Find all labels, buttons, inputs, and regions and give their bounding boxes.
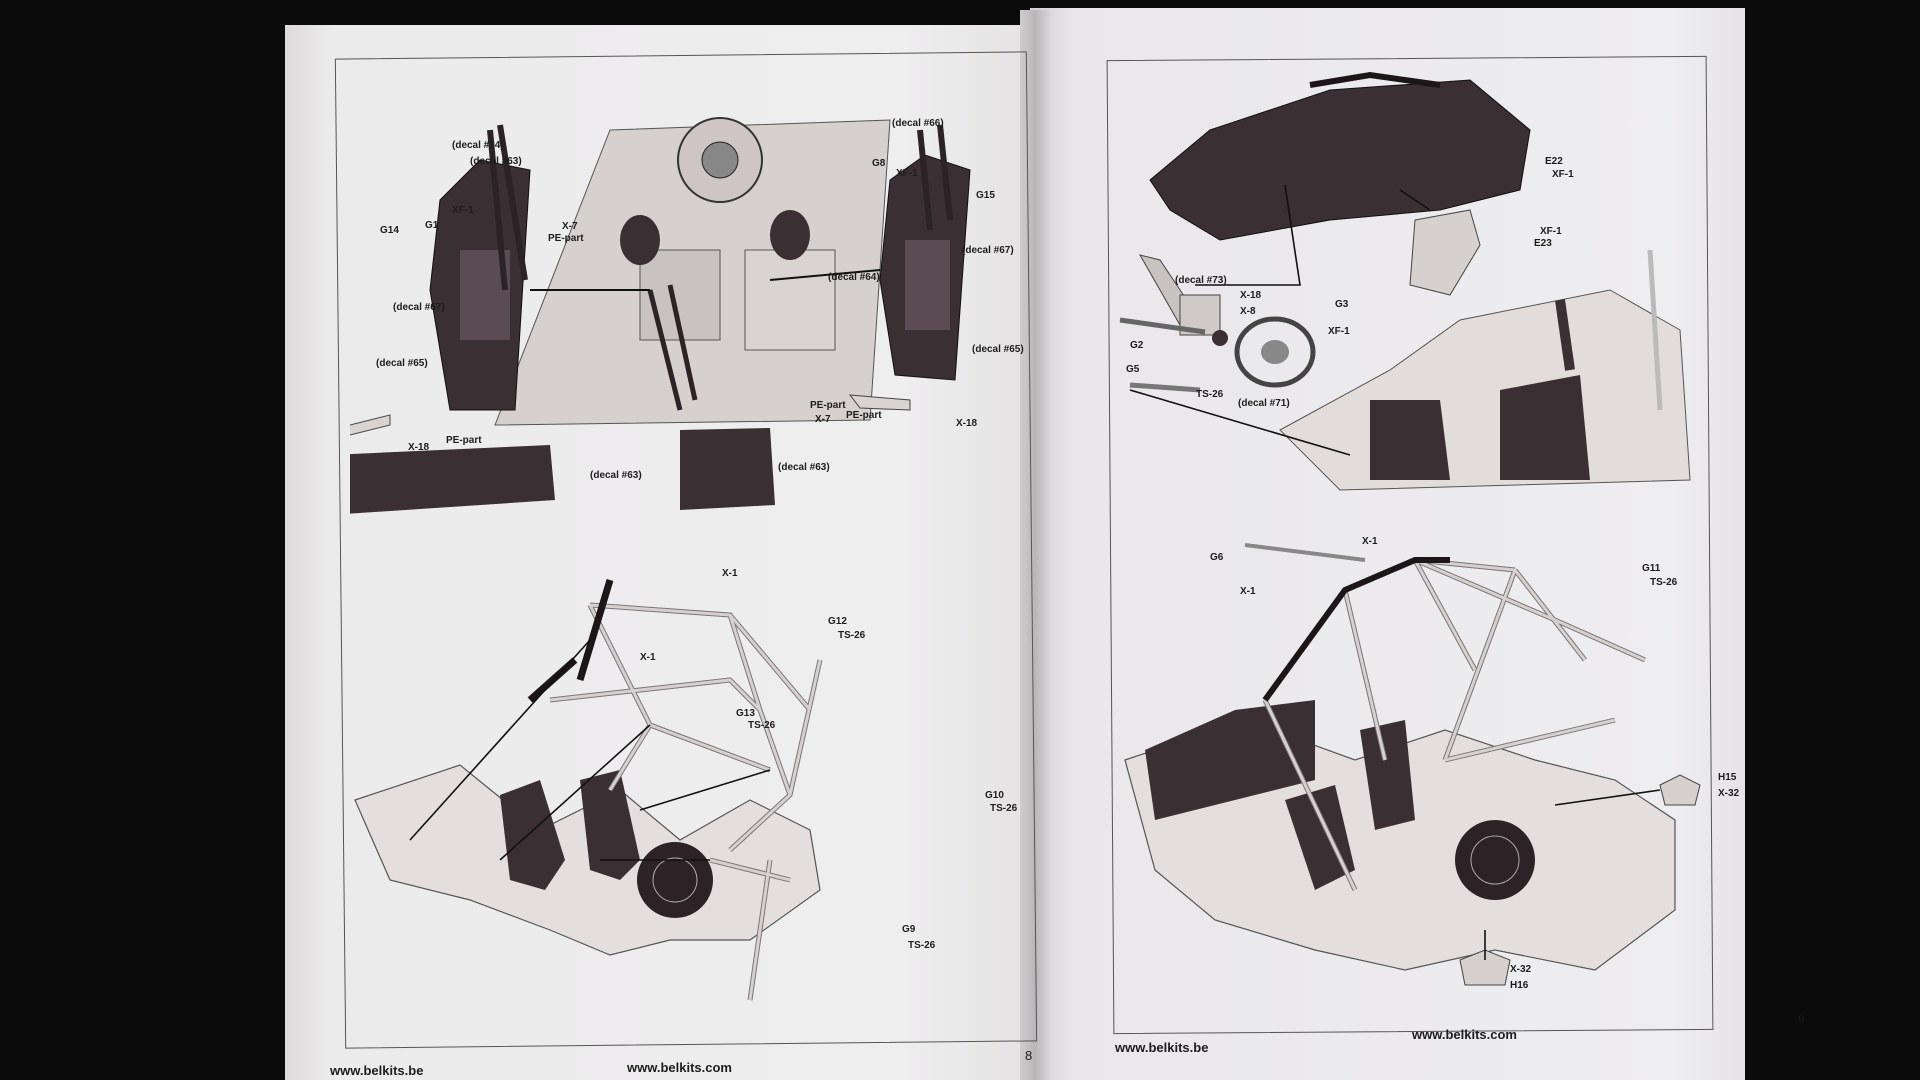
right-footer-url-be[interactable]: www.belkits.be [1115, 1040, 1209, 1055]
label-g3: G3 [1335, 299, 1349, 310]
left-harness [487, 124, 528, 291]
label-x8: X-8 [1240, 306, 1256, 317]
label-pe-part-c: PE-part [810, 400, 846, 411]
a-pillar-black [527, 657, 578, 703]
right-footer-url-com[interactable]: www.belkits.com [1412, 1027, 1517, 1042]
label-decal63-c: (decal #63) [778, 462, 830, 473]
label-g5: G5 [1126, 364, 1140, 375]
right-seat-rail [848, 394, 911, 411]
cockpit-floor [1279, 289, 1691, 491]
label-decal63-a: (decal #63) [470, 156, 522, 167]
label-g14: G14 [380, 225, 399, 236]
label-pe-part-a: PE-part [548, 233, 584, 244]
label-pe-part-b: PE-part [446, 435, 482, 446]
installed-seat-right [1360, 720, 1415, 830]
label-g15: G15 [976, 190, 995, 201]
g5-rod [1129, 382, 1201, 393]
left-side-panel [350, 445, 555, 514]
label-decal66: (decal #66) [892, 118, 944, 129]
label-decal63-b: (decal #63) [590, 470, 642, 481]
installed-seat-left [1285, 785, 1355, 890]
left-seat-rail [350, 414, 391, 436]
right-page-number: 9 [1798, 1014, 1805, 1026]
right-side-panel [680, 428, 775, 510]
installed-main-hoop [1262, 557, 1450, 702]
book-spine [1020, 10, 1050, 1080]
label-xf1-dash-b: XF-1 [1540, 226, 1562, 237]
label-ts26-d: TS-26 [908, 940, 936, 951]
label-x1-car-b: X-1 [1240, 586, 1256, 597]
left-page-number: 8 [1025, 1048, 1033, 1063]
label-x7-a: X-7 [562, 221, 578, 232]
label-decal67-a: (decal #67) [393, 302, 445, 313]
steering-wheel [1234, 316, 1316, 388]
label-x32-b: X-32 [1510, 964, 1532, 975]
label-g1: G1 [425, 220, 439, 231]
label-ts26-car: TS-26 [1650, 577, 1678, 588]
label-g10: G10 [985, 790, 1004, 801]
label-h15: H15 [1718, 772, 1737, 783]
left-footer-url-com[interactable]: www.belkits.com [627, 1060, 732, 1075]
label-decal65-a: (decal #65) [376, 358, 428, 369]
dashboard-part [1149, 79, 1531, 241]
label-xf1-dash-c: XF-1 [1328, 326, 1350, 337]
label-x7-b: X-7 [815, 414, 831, 425]
exhaust-pipe [1555, 299, 1575, 371]
label-ts26-c: TS-26 [990, 803, 1018, 814]
label-g11: G11 [1642, 563, 1661, 574]
left-footer-url-be[interactable]: www.belkits.be [330, 1063, 424, 1078]
label-decal64-a: (decal #64) [452, 140, 504, 151]
label-decal64-b: (decal #64) [828, 272, 880, 283]
label-ts26-b: TS-26 [748, 720, 776, 731]
label-xf1-a: XF-1 [452, 205, 474, 216]
g6-rod [1244, 543, 1366, 562]
installed-dashboard [1145, 700, 1315, 820]
label-decal67-b: (decal #67) [962, 245, 1014, 256]
installed-spare-wheel [1455, 820, 1535, 900]
label-e23: E23 [1534, 238, 1552, 249]
label-pe-part-d: PE-part [846, 410, 882, 421]
right-harness [917, 124, 953, 231]
label-h16: H16 [1510, 980, 1529, 991]
seats-assembly-diagram [350, 117, 971, 514]
label-g9: G9 [902, 924, 916, 935]
label-e22: E22 [1545, 156, 1563, 167]
label-g6: G6 [1210, 552, 1224, 563]
label-g8: G8 [872, 158, 886, 169]
chassis-seat-right [580, 770, 640, 880]
label-x32-a: X-32 [1718, 788, 1740, 799]
car-rollcage-diagram [1124, 543, 1701, 986]
label-ts26-dash: TS-26 [1196, 389, 1224, 400]
label-g2: G2 [1130, 340, 1144, 351]
label-xf1-dash-a: XF-1 [1552, 169, 1574, 180]
chassis-spare-wheel [637, 842, 713, 918]
label-ts26-a: TS-26 [838, 630, 866, 641]
steering-shaft [1119, 317, 1206, 335]
label-xf1-b: XF-1 [896, 168, 918, 179]
shifter-assembly [647, 284, 698, 411]
h15-part [1659, 774, 1701, 806]
e23-part [1409, 209, 1481, 296]
label-x1-car-a: X-1 [1362, 536, 1378, 547]
chassis-seat-left [500, 780, 565, 890]
rollcage-assembly-diagram [354, 578, 823, 1001]
label-decal65-b: (decal #65) [972, 344, 1024, 355]
label-g12: G12 [828, 616, 847, 627]
h16-part [1459, 949, 1511, 986]
label-x18-a: X-18 [408, 442, 430, 453]
main-hoop-black [576, 578, 614, 682]
label-decal71: (decal #71) [1238, 398, 1290, 409]
dashboard-assembly-diagram [1119, 71, 1691, 491]
label-g13: G13 [736, 708, 755, 719]
label-x1-b: X-1 [640, 652, 656, 663]
label-x1-a: X-1 [722, 568, 738, 579]
label-x18-dash: X-18 [1240, 290, 1262, 301]
label-decal73: (decal #73) [1175, 275, 1227, 286]
chassis-tub [354, 764, 821, 956]
label-x18-b: X-18 [956, 418, 978, 429]
